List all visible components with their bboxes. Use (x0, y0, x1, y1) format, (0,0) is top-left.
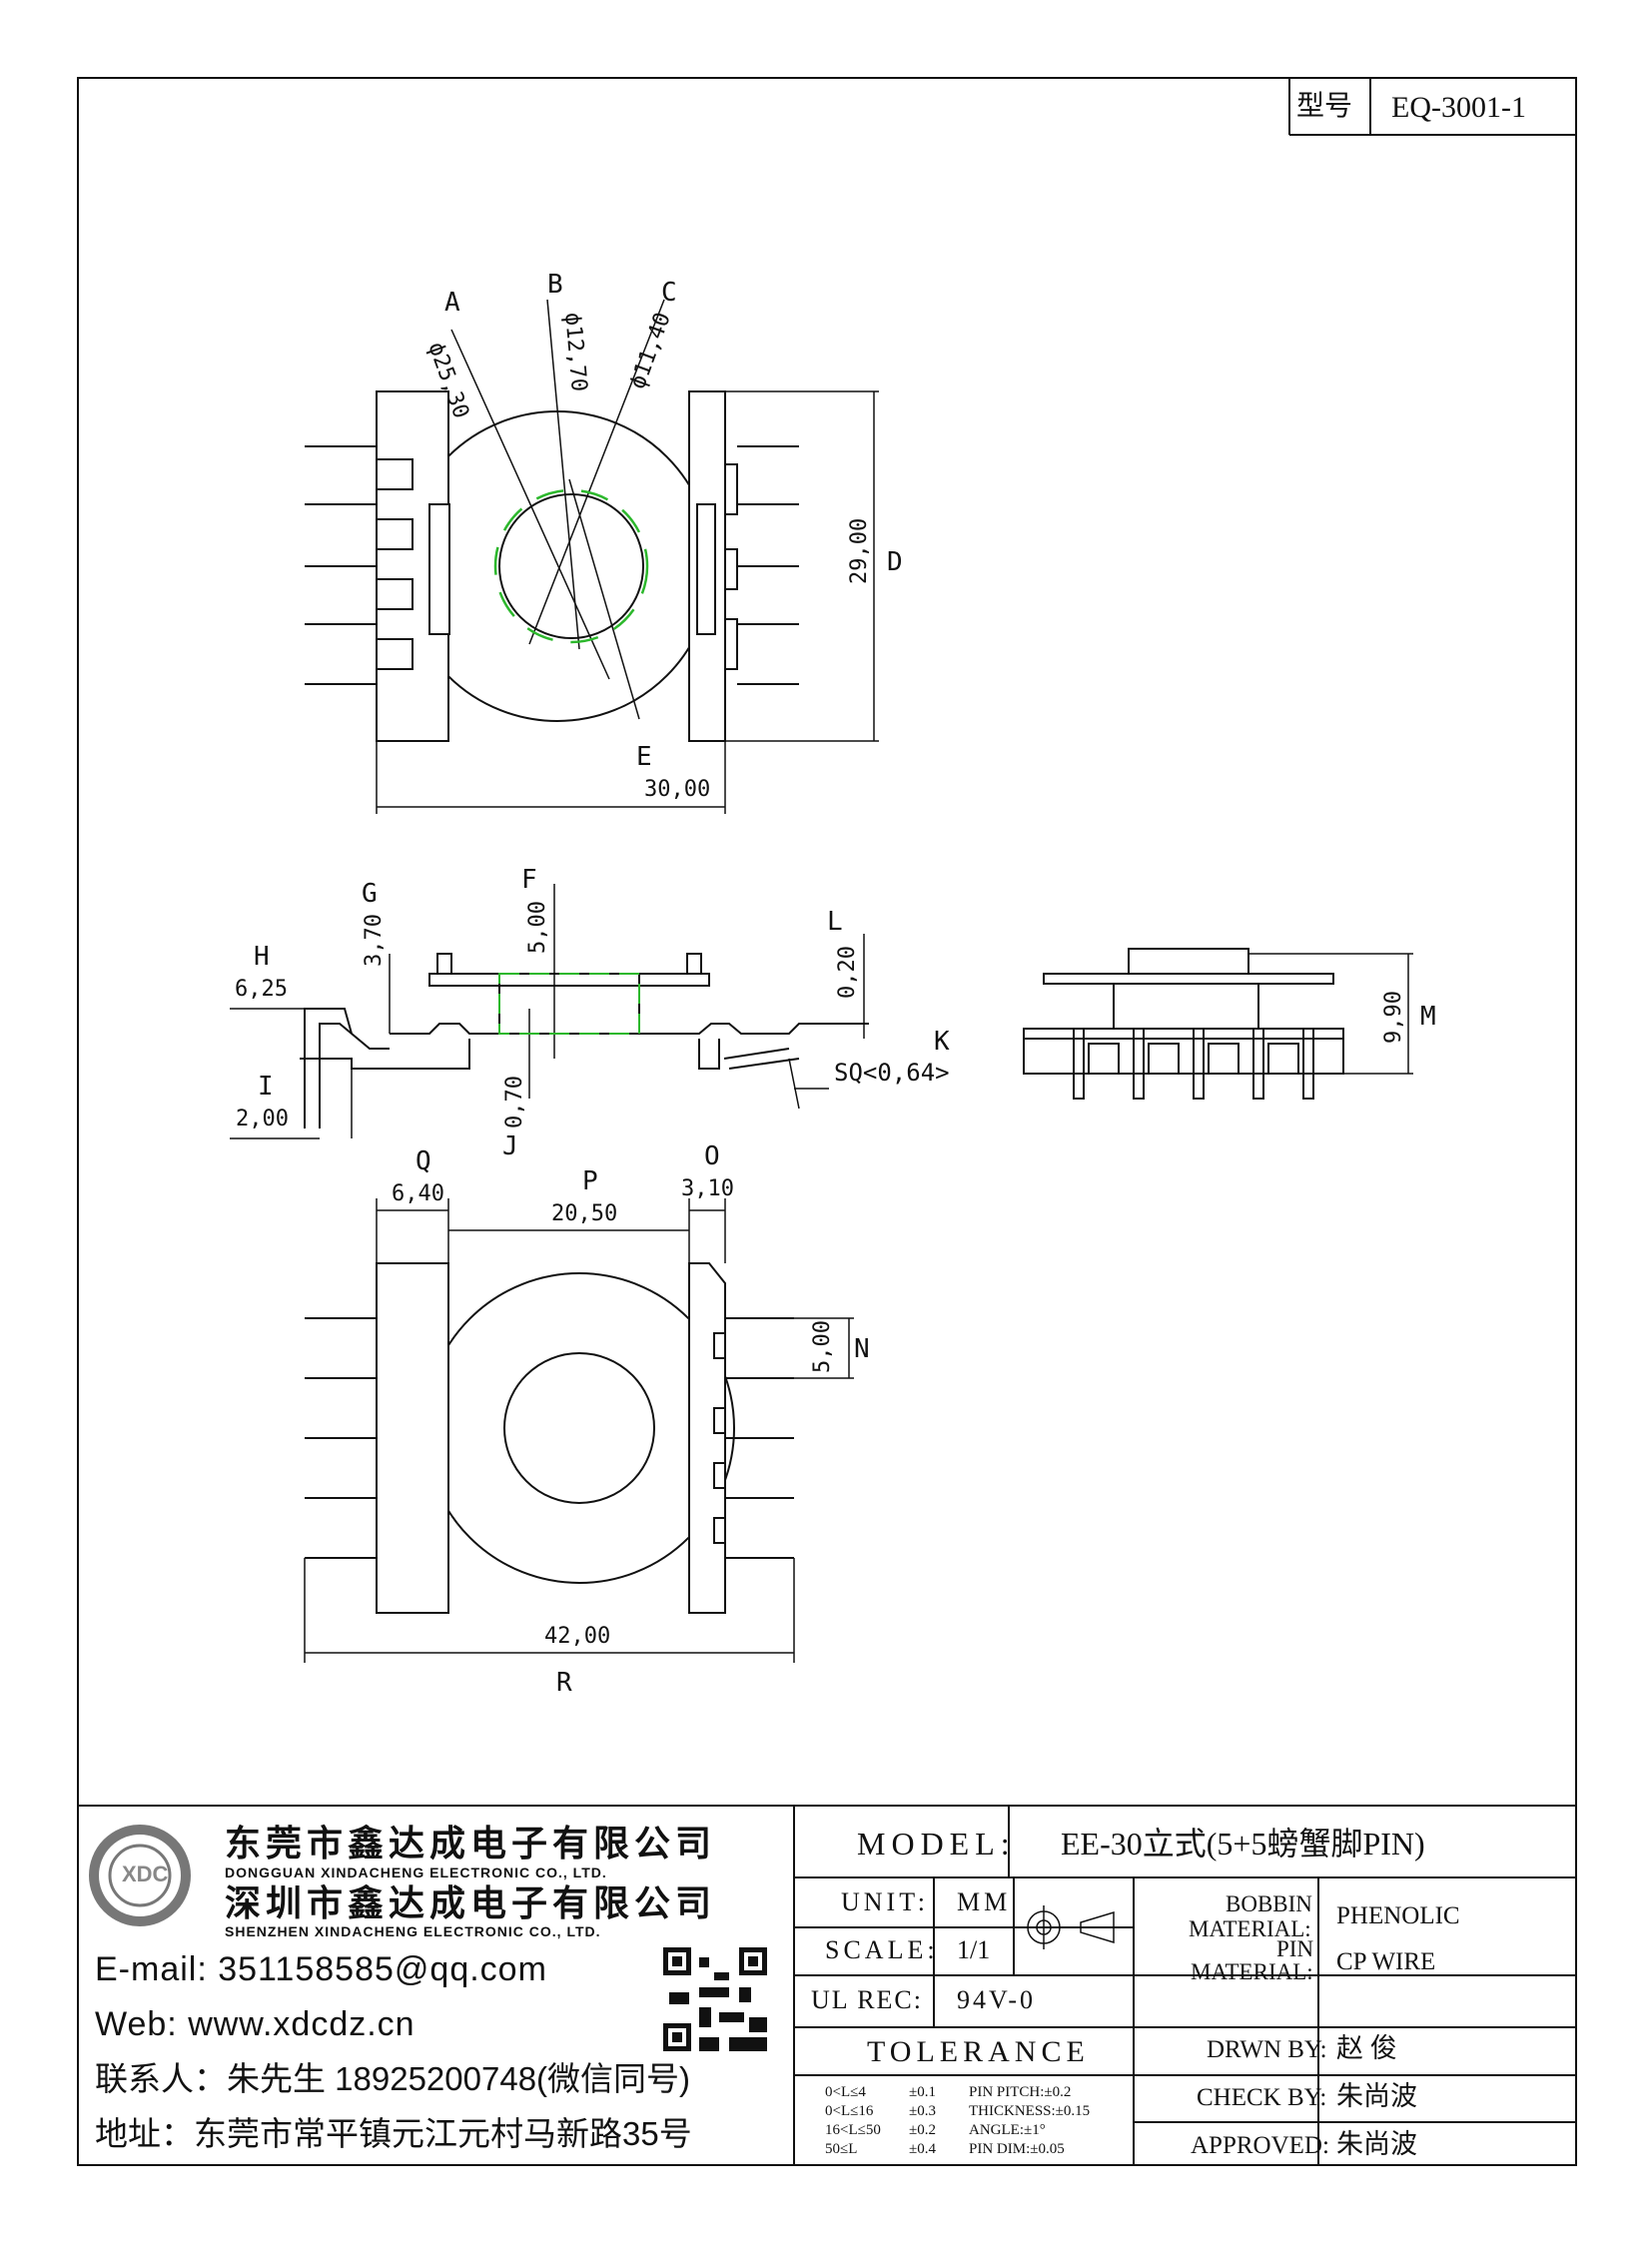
dim-E-value: 30,00 (644, 777, 711, 802)
dim-P-value: 20,50 (551, 1201, 618, 1226)
ulrec-label: UL REC: (811, 1985, 923, 2014)
dim-L-label: L (827, 907, 843, 937)
bottom-view (304, 1198, 854, 1663)
model-label: MODEL: (857, 1826, 1016, 1862)
bobbin-value: PHENOLIC (1336, 1902, 1460, 1929)
company-name-shenzhen: 深圳市鑫达成电子有限公司 (225, 1882, 717, 1923)
check-label: CHECK BY: (1197, 2084, 1327, 2111)
company-address: 地址：东莞市常平镇元江元村马新路35号 (95, 2115, 692, 2152)
logo-text: XDC (122, 1862, 169, 1886)
dim-B-label: B (547, 270, 563, 300)
dim-J-label: J (502, 1131, 518, 1161)
dim-H-label: H (254, 942, 270, 972)
dim-M-label: M (1420, 1002, 1436, 1032)
pin-label-2: MATERIAL: (1191, 1959, 1313, 1984)
scale-value: 1/1 (957, 1935, 991, 1964)
company-name-dongguan: 东莞市鑫达成电子有限公司 (225, 1823, 717, 1864)
tol-spec-1: PIN PITCH:±0.2 (969, 2084, 1072, 2100)
pin-value: CP WIRE (1336, 1948, 1436, 1975)
tol-spec-2: THICKNESS:±0.15 (969, 2103, 1091, 2119)
part-number-box (1288, 78, 1576, 136)
company-name-shenzhen-en: SHENZHEN XINDACHENG ELECTRONIC CO., LTD. (225, 1923, 601, 1939)
dim-I-value: 2,00 (236, 1107, 289, 1131)
drawn-value: 赵 俊 (1336, 2033, 1397, 2063)
dim-C-label: C (661, 278, 677, 308)
dim-Q-value: 6,40 (392, 1181, 444, 1206)
dim-M-value: 9,90 (1381, 991, 1406, 1044)
dim-A-label: A (444, 288, 460, 318)
dim-E-label: E (636, 742, 652, 772)
dim-B-value: ϕ12,70 (559, 311, 591, 393)
ulrec-value: 94V-0 (957, 1985, 1037, 2014)
company-name-dongguan-en: DONGGUAN XINDACHENG ELECTRONIC CO., LTD. (225, 1865, 607, 1880)
scale-label: SCALE: (825, 1935, 939, 1964)
approved-value: 朱尚波 (1336, 2129, 1417, 2159)
dim-K-label: K (934, 1027, 950, 1057)
dim-N-value: 5,00 (810, 1320, 835, 1373)
company-logo (89, 1825, 191, 1926)
drawn-label: DRWN BY: (1207, 2036, 1327, 2063)
tol-value-1: ±0.1 (909, 2084, 936, 2100)
dim-R-label: R (556, 1668, 572, 1698)
unit-label: UNIT: (841, 1887, 930, 1916)
bobbin-label-1: BOBBIN (1226, 1891, 1312, 1916)
tol-value-4: ±0.4 (909, 2141, 936, 2157)
tol-value-3: ±0.2 (909, 2122, 936, 2138)
title-block (78, 1805, 1576, 2165)
dim-O-label: O (704, 1141, 720, 1171)
dim-G-value: 3,70 (362, 914, 387, 967)
part-number: EQ-3001-1 (1391, 91, 1526, 124)
side-view (1023, 948, 1413, 1100)
outer-border (77, 77, 1577, 2166)
dim-G-label: G (362, 879, 378, 909)
tol-value-2: ±0.3 (909, 2103, 936, 2119)
tol-range-1: 0<L≤4 (825, 2084, 866, 2100)
check-value: 朱尚波 (1336, 2081, 1417, 2111)
bobbin-label-2: MATERIAL: (1189, 1916, 1311, 1941)
type-label: 型号 (1296, 91, 1353, 122)
unit-value: MM (957, 1887, 1012, 1916)
dim-K-value: SQ<0,64> (834, 1059, 950, 1087)
hidden-circle (493, 488, 649, 644)
dim-J-value: 0,70 (502, 1076, 527, 1128)
dim-D-label: D (887, 547, 903, 577)
dim-R-value: 42,00 (544, 1624, 611, 1649)
approved-label: APPROVED: (1191, 2132, 1329, 2159)
pin-label-1: PIN (1276, 1936, 1314, 1961)
dim-P-label: P (582, 1166, 598, 1196)
dim-Q-label: Q (415, 1146, 431, 1176)
tol-range-2: 0<L≤16 (825, 2103, 874, 2119)
top-view (305, 299, 879, 814)
tol-spec-4: PIN DIM:±0.05 (969, 2141, 1065, 2157)
tol-range-3: 16<L≤50 (825, 2122, 881, 2138)
dim-N-label: N (854, 1334, 870, 1364)
projection-symbol (1021, 1905, 1124, 1949)
company-contact: 联系人：朱先生 18925200748(微信同号) (95, 2060, 691, 2097)
dim-F-value: 5,00 (525, 901, 550, 954)
dim-O-value: 3,10 (681, 1176, 734, 1201)
dim-H-value: 6,25 (235, 977, 288, 1002)
tol-range-4: 50≤L (825, 2141, 858, 2157)
dim-I-label: I (258, 1072, 274, 1102)
dim-L-value: 0,20 (835, 946, 860, 999)
dim-D-value: 29,00 (847, 517, 872, 584)
core-circle (498, 493, 644, 639)
model-value: EE-30立式(5+5螃蟹脚PIN) (1061, 1826, 1425, 1862)
dim-F-label: F (521, 865, 537, 895)
tolerance-label: TOLERANCE (867, 2035, 1090, 2068)
hidden-rect (498, 973, 640, 1035)
company-email: E-mail: 351158585@qq.com (95, 1950, 547, 1988)
company-web: Web: www.xdcdz.cn (95, 2005, 415, 2043)
tol-spec-3: ANGLE:±1° (969, 2122, 1046, 2138)
